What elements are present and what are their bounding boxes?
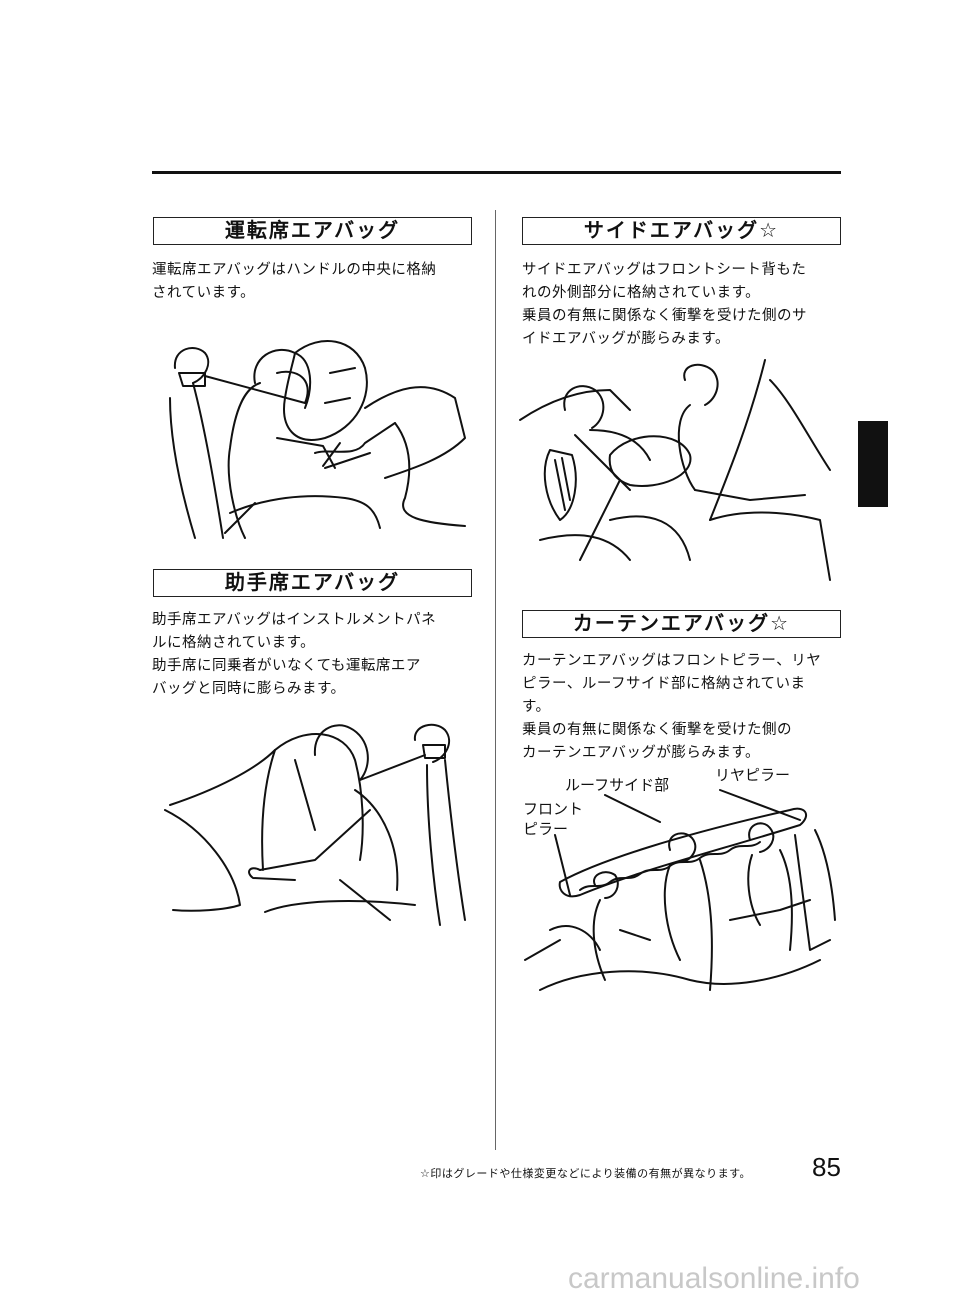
text-line: カーテンエアバッグが膨らみます。 (522, 745, 760, 761)
side-airbag-text: サイドエアバッグはフロントシート背もた れの外側部分に格納されています。 乗員の… (522, 259, 807, 351)
text-line: 乗員の有無に関係なく衝撃を受けた側の (522, 722, 792, 738)
rear-pillar-label: リヤピラー (715, 766, 791, 784)
watermark: carmanualsonline.info (568, 1262, 860, 1295)
driver-airbag-illustration (169, 340, 466, 539)
driver-airbag-heading: 運転席エアバッグ (153, 217, 472, 245)
passenger-airbag-heading: 助手席エアバッグ (153, 569, 472, 597)
footer-note: ☆印はグレードや仕様変更などにより装備の有無が異なります。 (420, 1167, 752, 1180)
front-pillar-label-line1: フロント (523, 800, 584, 818)
text-line: ピラー、ルーフサイド部に格納されていま (522, 676, 806, 692)
page-number: 85 (812, 1152, 841, 1182)
front-pillar-label-line2: ピラー (523, 820, 569, 838)
column-divider (495, 210, 496, 1150)
text-line: されています。 (152, 285, 256, 301)
text-line: れの外側部分に格納されています。 (522, 285, 761, 301)
text-line: バッグと同時に膨らみます。 (152, 681, 346, 697)
text-line: す。 (522, 699, 551, 715)
top-rule (152, 171, 841, 174)
roof-side-label: ルーフサイド部 (565, 776, 670, 794)
text-line: カーテンエアバッグはフロントピラー、リヤ (522, 653, 822, 669)
text-line: イドエアバッグが膨らみます。 (522, 331, 730, 347)
text-line: 運転席エアバッグはハンドルの中央に格納 (152, 262, 437, 278)
text-line: ルに格納されています。 (152, 635, 316, 651)
curtain-airbag-text: カーテンエアバッグはフロントピラー、リヤ ピラー、ルーフサイド部に格納されていま… (522, 650, 821, 765)
passenger-airbag-illustration (164, 723, 466, 926)
driver-airbag-text: 運転席エアバッグはハンドルの中央に格納 されています。 (152, 259, 436, 305)
text-line: サイドエアバッグはフロントシート背もた (522, 262, 807, 278)
text-line: 助手席エアバッグはインストルメントパネ (152, 612, 437, 628)
side-airbag-illustration (519, 359, 831, 581)
text-line: 乗員の有無に関係なく衝撃を受けた側のサ (522, 308, 807, 324)
curtain-airbag-illustration (524, 789, 836, 991)
passenger-airbag-text: 助手席エアバッグはインストルメントパネ ルに格納されています。 助手席に同乗者が… (152, 609, 436, 701)
curtain-airbag-heading: カーテンエアバッグ☆ (522, 610, 841, 638)
side-airbag-heading: サイドエアバッグ☆ (522, 217, 841, 245)
chapter-tab (858, 421, 888, 507)
text-line: 助手席に同乗者がいなくても運転席エア (152, 658, 421, 674)
